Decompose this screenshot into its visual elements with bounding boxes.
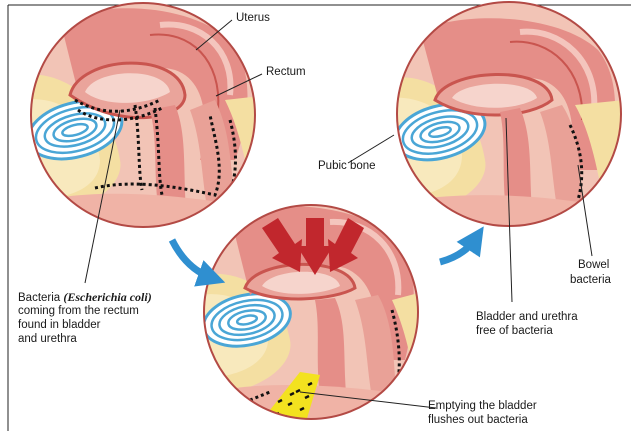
label-bacteria-line3: found in bladder <box>18 318 100 332</box>
label-bacteria-species: (Escherichia coli) <box>63 290 151 304</box>
label-uterus: Uterus <box>236 11 270 25</box>
transition-arrow-1 <box>172 240 212 278</box>
label-pubic-bone: Pubic bone <box>318 159 376 173</box>
panel-clean <box>389 0 630 240</box>
label-empty-line2: flushes out bacteria <box>428 413 528 427</box>
transition-arrow-2 <box>440 238 476 262</box>
label-bacteria-prefix: Bacteria <box>18 292 63 304</box>
label-bowel-bacteria-1: Bowel <box>578 258 609 272</box>
label-bacteria-line4: and urethra <box>18 332 77 346</box>
label-bacteria-line1: Bacteria (Escherichia coli) <box>18 290 152 305</box>
label-bacteria-line2: coming from the rectum <box>18 304 139 318</box>
label-free-line2: free of bacteria <box>476 324 553 338</box>
panel-infected <box>22 0 270 240</box>
label-empty-line1: Emptying the bladder <box>428 399 537 413</box>
label-free-line1: Bladder and urethra <box>476 310 578 324</box>
label-rectum: Rectum <box>266 65 306 79</box>
label-bowel-bacteria-2: bacteria <box>570 273 611 287</box>
